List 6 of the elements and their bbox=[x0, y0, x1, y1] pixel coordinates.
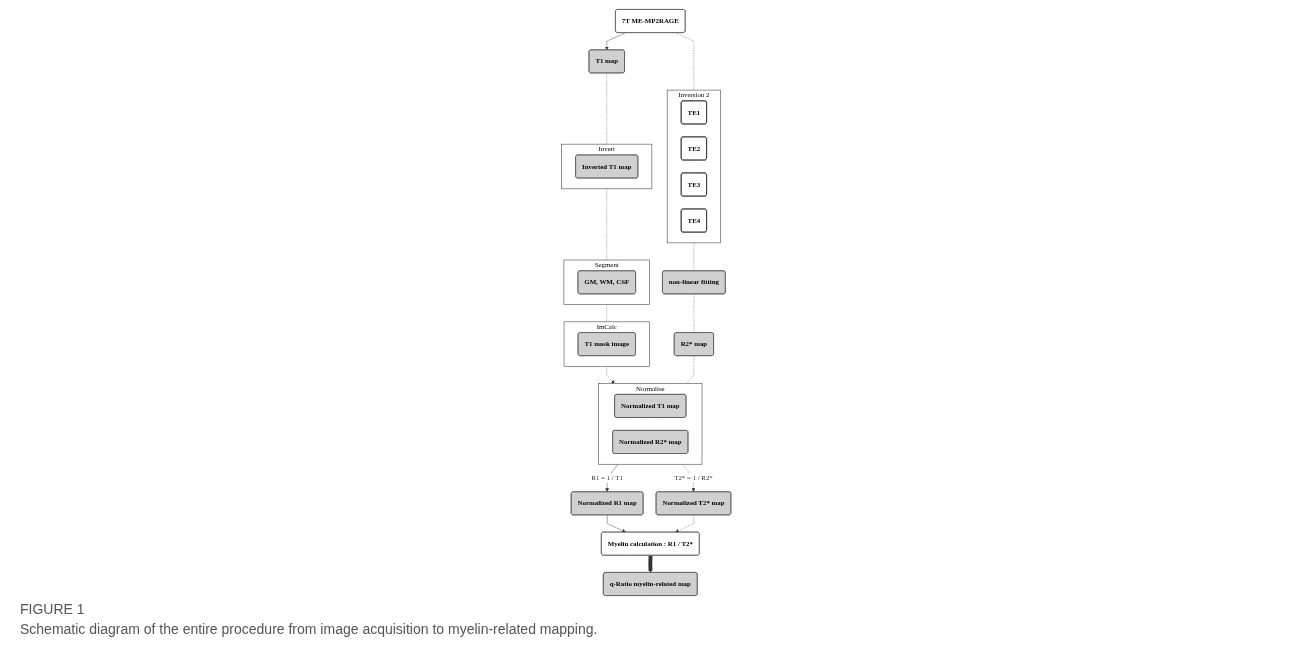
connector bbox=[693, 242, 695, 271]
connector bbox=[606, 72, 608, 145]
caption: Schematic diagram of the entire procedure from image acquisition to myelin-related mapping. bbox=[20, 621, 599, 637]
figure-label: FIGURE 1 bbox=[20, 601, 86, 617]
connector bbox=[693, 293, 695, 333]
connector bbox=[686, 355, 695, 384]
